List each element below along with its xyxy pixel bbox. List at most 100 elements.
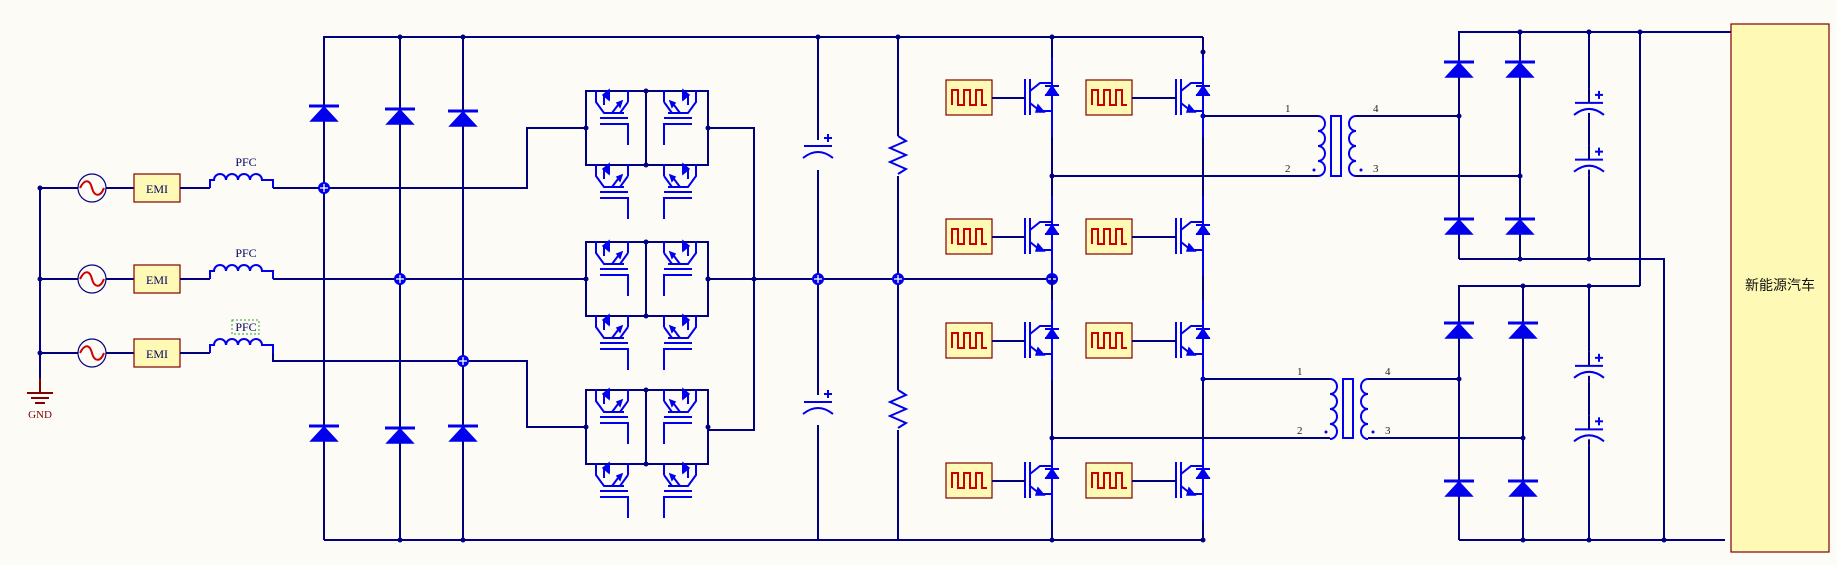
pfc-bridge-module	[583, 239, 711, 371]
pin-label: 4	[1385, 366, 1391, 378]
igbt-icon	[663, 240, 697, 297]
pwm-waveform-icon	[945, 322, 993, 359]
pin-label: 1	[1297, 366, 1303, 378]
bridge-output-bus	[705, 127, 1052, 431]
emi-label: EMI	[146, 347, 168, 361]
emi-label: EMI	[146, 273, 168, 287]
igbt-inverter	[945, 34, 1330, 543]
input-rectifier	[307, 34, 1203, 543]
ac-source-icon	[77, 264, 107, 294]
emi-filter[interactable]: EMI	[133, 338, 181, 368]
ac-source-icon	[77, 173, 107, 203]
output-bus	[1459, 29, 1731, 543]
pfc-label: PFC	[235, 246, 256, 260]
pfc-bridge-modules	[583, 88, 711, 519]
input-section: GND	[27, 188, 53, 421]
gate-driver[interactable]	[945, 462, 993, 499]
igbt-icon	[1175, 439, 1211, 521]
pin-label: 1	[1285, 103, 1291, 115]
gate-driver[interactable]	[1085, 218, 1133, 255]
pfc-bridge-module	[583, 387, 711, 519]
igbt-icon	[1175, 56, 1211, 138]
rectifier-diode	[1503, 217, 1537, 236]
pin-label: 4	[1373, 103, 1379, 115]
dc-resistor	[887, 389, 909, 429]
rectifier-diode	[1442, 60, 1476, 79]
rectifier-diode	[307, 104, 341, 123]
pin-label: 3	[1385, 425, 1391, 437]
igbt-icon	[595, 89, 629, 146]
igbt-icon	[663, 462, 697, 519]
igbt-icon	[595, 163, 629, 220]
pfc-label: PFC	[235, 320, 256, 334]
rectifier-diode	[383, 426, 417, 445]
emi-filter[interactable]: EMI	[133, 173, 181, 203]
igbt-icon	[1175, 299, 1211, 381]
ac-source-icon	[77, 338, 107, 368]
pfc-inductor[interactable]: PFC	[209, 155, 274, 188]
rectifier-diode	[1442, 321, 1476, 340]
ev-load[interactable]: 新能源汽车	[1730, 23, 1830, 553]
igbt-icon	[1024, 56, 1060, 138]
igbt-icon	[595, 240, 629, 297]
igbt-icon	[595, 462, 629, 519]
igbt-switch	[945, 56, 1060, 138]
ground-label: GND	[28, 409, 52, 421]
gate-driver[interactable]	[1085, 79, 1133, 116]
emi-filter[interactable]: EMI	[133, 264, 181, 294]
gate-driver[interactable]	[1085, 462, 1133, 499]
gate-driver[interactable]	[945, 218, 993, 255]
ground-symbol: GND	[27, 378, 53, 421]
igbt-icon	[663, 314, 697, 371]
pwm-waveform-icon	[945, 79, 993, 116]
gate-driver[interactable]	[1085, 322, 1133, 359]
pwm-waveform-icon	[945, 218, 993, 255]
igbt-switch	[1085, 299, 1211, 381]
gate-driver[interactable]	[945, 322, 993, 359]
transformer-1: 1 2 3 4	[1285, 103, 1523, 179]
input-phase-2: EMI PFC	[37, 246, 400, 294]
transformer-2: 1 2 3 4	[1297, 366, 1526, 441]
rectifier-diode	[307, 424, 341, 443]
igbt-icon	[663, 388, 697, 445]
igbt-switch	[945, 195, 1060, 277]
igbt-icon	[1024, 439, 1060, 521]
rectifier-diode	[446, 109, 480, 128]
rectifier-diode	[383, 107, 417, 126]
dc-link	[802, 34, 1059, 540]
ev-load-box[interactable]	[1730, 23, 1830, 553]
pfc-bridge-module	[583, 88, 711, 220]
junction	[456, 354, 470, 368]
input-phase-3: EMI PFC	[37, 319, 463, 368]
igbt-switch	[1085, 195, 1211, 277]
igbt-icon	[663, 89, 697, 146]
igbt-icon	[1175, 195, 1211, 277]
rectifier-diode	[1442, 479, 1476, 498]
pin-label: 2	[1297, 425, 1303, 437]
gate-driver[interactable]	[945, 79, 993, 116]
pfc-inductor[interactable]: PFC	[209, 319, 274, 353]
pwm-waveform-icon	[1085, 218, 1133, 255]
pin-label: 3	[1373, 163, 1379, 175]
igbt-switch	[945, 439, 1060, 521]
pwm-waveform-icon	[1085, 322, 1133, 359]
output-rectifier-2	[1442, 283, 1605, 543]
igbt-switch	[1085, 439, 1211, 521]
igbt-icon	[1024, 299, 1060, 381]
igbt-icon	[663, 163, 697, 220]
igbt-switch	[945, 299, 1060, 381]
junction	[811, 272, 825, 286]
igbt-switch	[1085, 56, 1211, 138]
rectifier-diode	[1442, 217, 1476, 236]
pfc-label: PFC	[235, 155, 256, 169]
junction	[393, 272, 407, 286]
pfc-inductor[interactable]: PFC	[209, 246, 274, 279]
emi-label: EMI	[146, 182, 168, 196]
dc-resistor	[887, 135, 909, 175]
igbt-icon	[595, 314, 629, 371]
pin-label: 2	[1285, 163, 1291, 175]
igbt-icon	[1024, 195, 1060, 277]
igbt-icon	[595, 388, 629, 445]
ev-load-label: 新能源汽车	[1745, 277, 1815, 294]
rectifier-diode	[446, 424, 480, 443]
